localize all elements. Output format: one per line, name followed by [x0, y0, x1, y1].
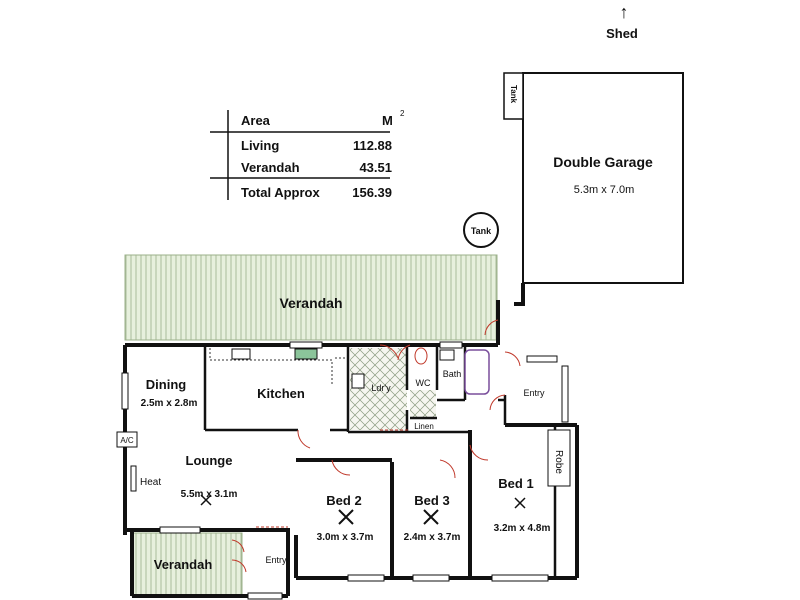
area-row-label: Living — [241, 138, 279, 153]
area-row-value: 112.88 — [353, 138, 392, 153]
ceiling-fan-icon — [423, 509, 439, 525]
area-table: Area M 2 Living 112.88 Verandah 43.51 To… — [210, 109, 405, 200]
garage-name: Double Garage — [553, 154, 653, 170]
garage-tank-label: Tank — [509, 85, 518, 104]
robe-label: Robe — [553, 450, 564, 474]
wc-floor — [410, 390, 436, 418]
bed3-label: Bed 3 — [414, 493, 449, 508]
area-unit-superscript: 2 — [400, 109, 405, 118]
bed3-size: 2.4m x 3.7m — [404, 532, 461, 543]
laundry-floor — [350, 348, 407, 430]
area-total-label: Total Approx — [241, 185, 320, 200]
garage-size: 5.3m x 7.0m — [574, 184, 635, 196]
basin-icon — [439, 349, 455, 361]
area-row-label: Verandah — [241, 160, 300, 175]
door-swings — [231, 319, 521, 573]
verandah-bottom-label: Verandah — [154, 557, 213, 572]
verandah-top-label: Verandah — [279, 295, 342, 311]
area-header-label: Area — [241, 113, 271, 128]
bath-label: Bath — [443, 369, 462, 379]
bed2-label: Bed 2 — [326, 493, 361, 508]
area-header-unit: M — [382, 113, 393, 128]
bathtub-icon — [464, 349, 490, 395]
shed-label: Shed — [606, 26, 638, 41]
wc-label: WC — [416, 378, 431, 388]
toilet-icon — [414, 347, 428, 365]
bed2-size: 3.0m x 3.7m — [317, 532, 374, 543]
laundry-label: Ldr'y — [371, 383, 391, 393]
bed1-label: Bed 1 — [498, 476, 533, 491]
kitchen-counter — [209, 348, 345, 385]
entry-right-label: Entry — [523, 388, 545, 398]
bed1-size: 3.2m x 4.8m — [494, 523, 551, 534]
tank-circle — [463, 212, 499, 248]
cooktop-icon — [231, 348, 251, 360]
ceiling-fan-icon — [514, 497, 526, 509]
entry-bottom-label: Entry — [265, 555, 287, 565]
verandah-top — [124, 254, 498, 341]
ac-unit — [116, 431, 138, 448]
linen-label: Linen — [414, 422, 434, 431]
sink-icon — [294, 348, 318, 360]
windows — [121, 341, 569, 600]
kitchen-label: Kitchen — [257, 386, 305, 401]
lounge-label: Lounge — [186, 453, 233, 468]
dining-size: 2.5m x 2.8m — [141, 398, 198, 409]
heater — [130, 465, 137, 492]
ceiling-fan-icon — [200, 494, 212, 506]
trough-icon — [351, 373, 365, 389]
heat-label: Heat — [140, 477, 161, 488]
double-garage: Tank Double Garage 5.3m x 7.0m — [503, 72, 684, 306]
robe — [547, 429, 571, 487]
lounge-size: 5.5m x 3.1m — [181, 489, 238, 500]
tank-label: Tank — [471, 226, 492, 236]
ac-label: A/C — [120, 436, 134, 445]
ceiling-fan-icon — [338, 509, 354, 525]
area-total-value: 156.39 — [352, 185, 392, 200]
area-row-value: 43.51 — [359, 160, 392, 175]
interior-walls — [203, 345, 557, 578]
shed-arrow-icon: ↑ — [620, 2, 629, 22]
dining-label: Dining — [146, 377, 186, 392]
